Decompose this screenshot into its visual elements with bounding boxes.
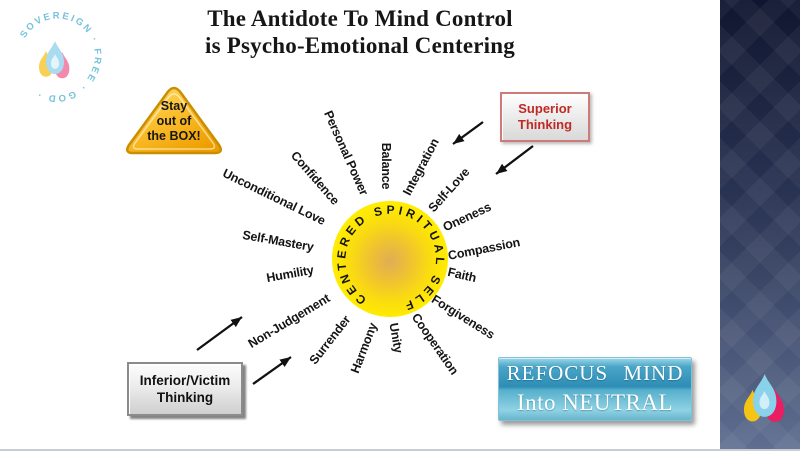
ray-balance: Balance	[379, 142, 393, 190]
triangle-text: Stay out of the BOX!	[138, 99, 210, 144]
triangle-line3: the BOX!	[147, 129, 201, 143]
sidebar-flame-icon	[744, 374, 784, 422]
superior-line1: Superior	[518, 101, 572, 116]
arrow-inferior-to-nonjudgement	[196, 316, 243, 351]
refocus-mind-box: REFOCUS MIND Into NEUTRAL	[498, 357, 692, 421]
page-title: The Antidote To Mind Control is Psycho-E…	[160, 5, 560, 59]
inferior-victim-thinking-box: Inferior/Victim Thinking	[127, 362, 243, 416]
superior-thinking-box: Superior Thinking	[500, 92, 590, 142]
triangle-line2: out of	[156, 114, 192, 128]
slide-bottom-edge	[0, 449, 800, 451]
superior-line2: Thinking	[517, 117, 573, 132]
refocus-line2: Into NEUTRAL	[516, 389, 674, 415]
warning-triangle	[125, 86, 223, 155]
right-sidebar	[720, 0, 800, 449]
sun-curved-label: CENTERED SPIRITUAL SELF	[334, 203, 443, 314]
sovereign-free-god-logo: SOVEREIGN · FREE · GOD ·	[18, 11, 101, 104]
title-line2: is Psycho-Emotional Centering	[205, 33, 515, 58]
svg-text:CENTERED SPIRITUAL SELF: CENTERED SPIRITUAL SELF	[334, 203, 447, 314]
triangle-highlight	[132, 93, 216, 150]
refocus-line1: REFOCUS MIND	[506, 361, 684, 386]
inferior-line1: Inferior/Victim	[139, 373, 231, 388]
inferior-line2: Thinking	[156, 390, 214, 405]
triangle-shape	[125, 86, 223, 155]
centered-spiritual-self-sun	[332, 201, 448, 317]
arrow-inferior-to-surrender	[252, 356, 292, 385]
arrow-superior-to-integration	[452, 121, 484, 145]
triangle-line1: Stay	[160, 99, 188, 113]
arrow-superior-to-oneness	[495, 145, 534, 175]
title-line1: The Antidote To Mind Control	[207, 6, 513, 31]
